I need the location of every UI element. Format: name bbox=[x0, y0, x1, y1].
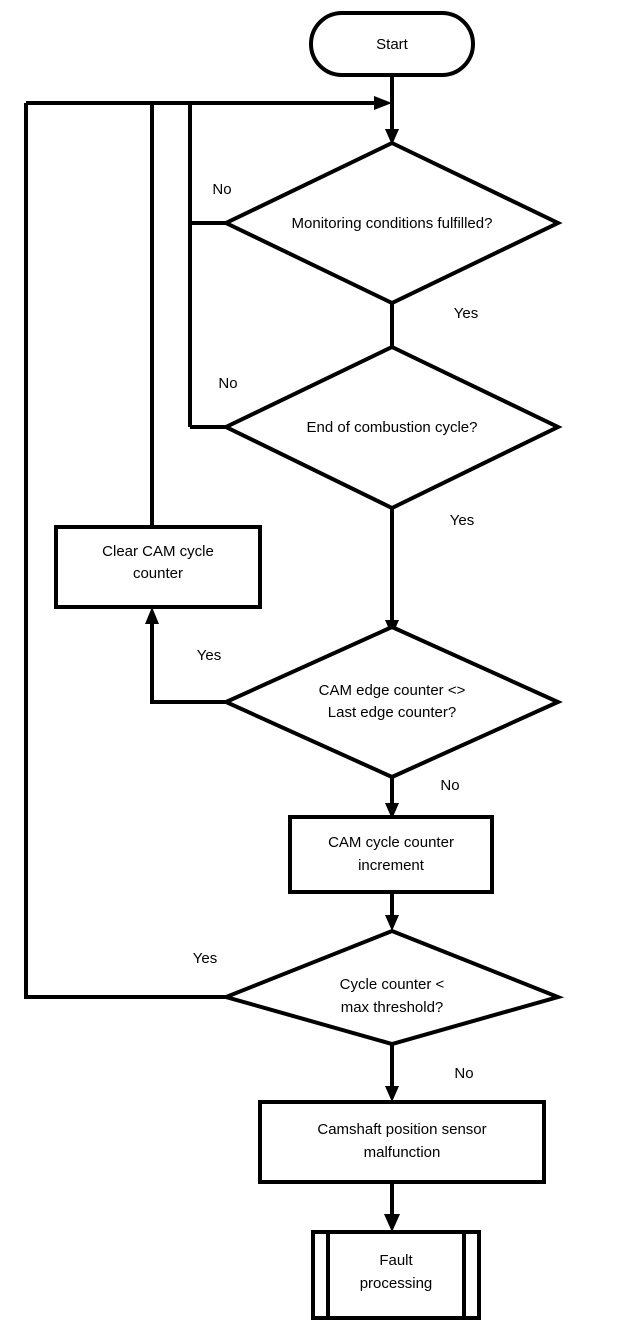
arrowhead-start-to-monitoring bbox=[385, 129, 399, 145]
node-clear-cam-cycle-counter-label-line2: counter bbox=[133, 565, 183, 582]
arrowhead-feedback-bus bbox=[374, 96, 392, 110]
branch-label-monitoring-no: No bbox=[212, 181, 231, 198]
branch-label-combustion-no: No bbox=[218, 375, 237, 392]
node-fault-processing-label-line1: Fault bbox=[379, 1252, 413, 1269]
arrowhead-edge-no bbox=[385, 803, 399, 819]
branch-label-monitoring-yes: Yes bbox=[454, 305, 478, 322]
node-cycle-threshold[interactable] bbox=[219, 928, 565, 1047]
node-monitoring-conditions[interactable] bbox=[221, 140, 563, 306]
arrowhead-malfunction-to-fault bbox=[384, 1214, 400, 1232]
branch-label-threshold-no: No bbox=[454, 1065, 473, 1082]
branch-label-edge-yes: Yes bbox=[197, 647, 221, 664]
node-cam-edge-compare-label-line2: Last edge counter? bbox=[328, 704, 456, 721]
node-end-of-combustion-label: End of combustion cycle? bbox=[307, 419, 478, 436]
node-camshaft-malfunction-label-line1: Camshaft position sensor bbox=[317, 1121, 486, 1138]
node-fault-processing-label-line2: processing bbox=[360, 1275, 433, 1292]
branch-label-edge-no: No bbox=[440, 777, 459, 794]
node-clear-cam-cycle-counter-label-line1: Clear CAM cycle bbox=[102, 543, 214, 560]
branch-label-threshold-yes: Yes bbox=[193, 950, 217, 967]
node-start[interactable] bbox=[309, 11, 475, 77]
node-cam-cycle-increment-label-line2: increment bbox=[358, 857, 425, 874]
node-camshaft-malfunction-label-line2: malfunction bbox=[364, 1144, 441, 1161]
node-cycle-threshold-label-line1: Cycle counter < bbox=[340, 976, 445, 993]
node-end-of-combustion[interactable] bbox=[221, 344, 563, 511]
arrowhead-increment-to-threshold bbox=[385, 915, 399, 931]
node-monitoring-conditions-label: Monitoring conditions fulfilled? bbox=[292, 215, 493, 232]
node-cam-edge-compare[interactable] bbox=[221, 624, 563, 780]
node-start-label: Start bbox=[376, 36, 409, 53]
connector-edge-yes bbox=[150, 617, 232, 704]
node-cam-cycle-increment[interactable] bbox=[288, 815, 494, 894]
node-cam-edge-compare-label-line1: CAM edge counter <> bbox=[319, 682, 466, 699]
node-camshaft-malfunction[interactable] bbox=[258, 1100, 546, 1184]
branch-label-combustion-yes: Yes bbox=[450, 512, 474, 529]
node-fault-processing[interactable] bbox=[311, 1230, 481, 1320]
connector-threshold-yes bbox=[24, 103, 232, 999]
arrowhead-edge-yes bbox=[145, 607, 159, 624]
node-clear-cam-cycle-counter[interactable] bbox=[54, 525, 262, 609]
arrowhead-threshold-no bbox=[385, 1086, 399, 1102]
node-cam-cycle-increment-label-line1: CAM cycle counter bbox=[328, 834, 454, 851]
node-cycle-threshold-label-line2: max threshold? bbox=[341, 999, 444, 1016]
